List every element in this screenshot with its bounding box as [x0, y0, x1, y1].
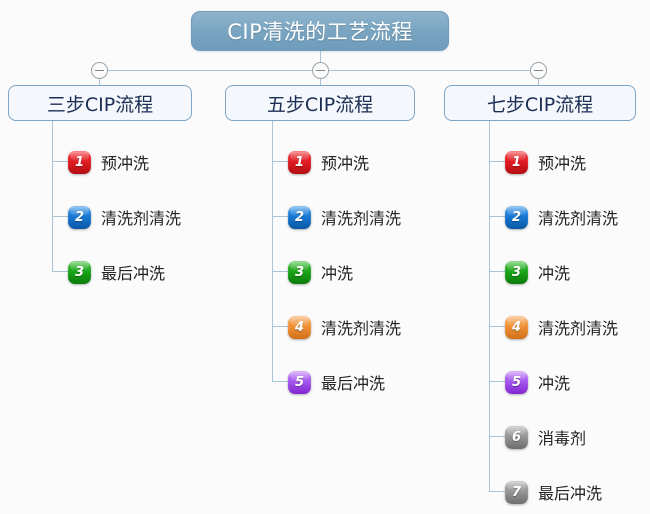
leaf-stub-2-3	[272, 271, 288, 272]
leaf-stub-3-3	[489, 271, 505, 272]
leaf-item[interactable]: 2 清洗剂清洗	[288, 204, 401, 230]
leaf-item[interactable]: 1 预冲洗	[505, 149, 586, 175]
leaf-item[interactable]: 4 清洗剂清洗	[288, 314, 401, 340]
step-number-badge: 3	[288, 260, 311, 284]
leaf-item[interactable]: 5 冲洗	[505, 369, 570, 395]
leaf-item[interactable]: 3 最后冲洗	[68, 259, 165, 285]
root-stem-line	[320, 51, 321, 70]
leaf-stub-3-6	[489, 436, 505, 437]
leaf-item[interactable]: 3 冲洗	[288, 259, 353, 285]
leaf-item-label: 冲洗	[321, 264, 354, 283]
minus-circle-icon-branch-3[interactable]	[530, 62, 547, 79]
branch-header-label: 五步CIP流程	[266, 93, 374, 116]
branch-header-seven-step[interactable]: 七步CIP流程	[444, 85, 636, 121]
leaf-item-label: 最后冲洗	[101, 264, 166, 283]
branch-header-three-step[interactable]: 三步CIP流程	[8, 85, 192, 121]
leaf-item-label: 冲洗	[538, 264, 571, 283]
leaf-item-label: 清洗剂清洗	[321, 209, 402, 228]
step-number-badge: 6	[505, 425, 528, 449]
leaf-item[interactable]: 5 最后冲洗	[288, 369, 385, 395]
leaf-item-label: 预冲洗	[101, 154, 150, 173]
step-number-badge: 7	[505, 480, 528, 504]
step-number-badge: 2	[505, 205, 528, 229]
branch-header-five-step[interactable]: 五步CIP流程	[225, 85, 415, 121]
leaf-item[interactable]: 2 清洗剂清洗	[68, 204, 181, 230]
leaf-item[interactable]: 3 冲洗	[505, 259, 570, 285]
leaf-item-label: 清洗剂清洗	[538, 319, 619, 338]
leaf-item[interactable]: 1 预冲洗	[288, 149, 369, 175]
minus-circle-icon-branch-2[interactable]	[312, 62, 329, 79]
root-node[interactable]: CIP清洗的工艺流程	[191, 11, 449, 51]
branch-spine-2	[272, 121, 273, 381]
leaf-stub-1-3	[52, 271, 68, 272]
leaf-item-label: 最后冲洗	[538, 484, 603, 503]
branch-spine-3	[489, 121, 490, 491]
leaf-stub-2-1	[272, 161, 288, 162]
leaf-stub-2-4	[272, 326, 288, 327]
root-node-label: CIP清洗的工艺流程	[227, 20, 413, 44]
step-number-badge: 1	[68, 150, 91, 174]
leaf-item[interactable]: 2 清洗剂清洗	[505, 204, 618, 230]
step-number-badge: 4	[288, 315, 311, 339]
leaf-item[interactable]: 4 清洗剂清洗	[505, 314, 618, 340]
step-number-badge: 3	[505, 260, 528, 284]
step-number-badge: 1	[505, 150, 528, 174]
leaf-stub-3-4	[489, 326, 505, 327]
leaf-stub-3-7	[489, 491, 505, 492]
leaf-item-label: 清洗剂清洗	[321, 319, 402, 338]
leaf-stub-3-1	[489, 161, 505, 162]
branch-header-label: 三步CIP流程	[46, 93, 154, 116]
step-number-badge: 3	[68, 260, 91, 284]
leaf-item-label: 预冲洗	[321, 154, 370, 173]
leaf-item-label: 最后冲洗	[321, 374, 386, 393]
leaf-item-label: 清洗剂清洗	[101, 209, 182, 228]
minus-circle-icon-branch-1[interactable]	[91, 62, 108, 79]
leaf-item[interactable]: 1 预冲洗	[68, 149, 149, 175]
step-number-badge: 5	[505, 370, 528, 394]
leaf-stub-1-1	[52, 161, 68, 162]
leaf-stub-1-2	[52, 216, 68, 217]
leaf-item-label: 消毒剂	[538, 429, 587, 448]
leaf-stub-3-5	[489, 381, 505, 382]
step-number-badge: 1	[288, 150, 311, 174]
leaf-item[interactable]: 6 消毒剂	[505, 424, 586, 450]
leaf-item-label: 预冲洗	[538, 154, 587, 173]
step-number-badge: 2	[288, 205, 311, 229]
leaf-stub-3-2	[489, 216, 505, 217]
branch-spine-1	[52, 121, 53, 271]
leaf-item-label: 冲洗	[538, 374, 571, 393]
leaf-stub-2-2	[272, 216, 288, 217]
step-number-badge: 4	[505, 315, 528, 339]
leaf-item[interactable]: 7 最后冲洗	[505, 479, 602, 505]
leaf-stub-2-5	[272, 381, 288, 382]
branch-header-label: 七步CIP流程	[486, 93, 594, 116]
step-number-badge: 2	[68, 205, 91, 229]
step-number-badge: 5	[288, 370, 311, 394]
leaf-item-label: 清洗剂清洗	[538, 209, 619, 228]
